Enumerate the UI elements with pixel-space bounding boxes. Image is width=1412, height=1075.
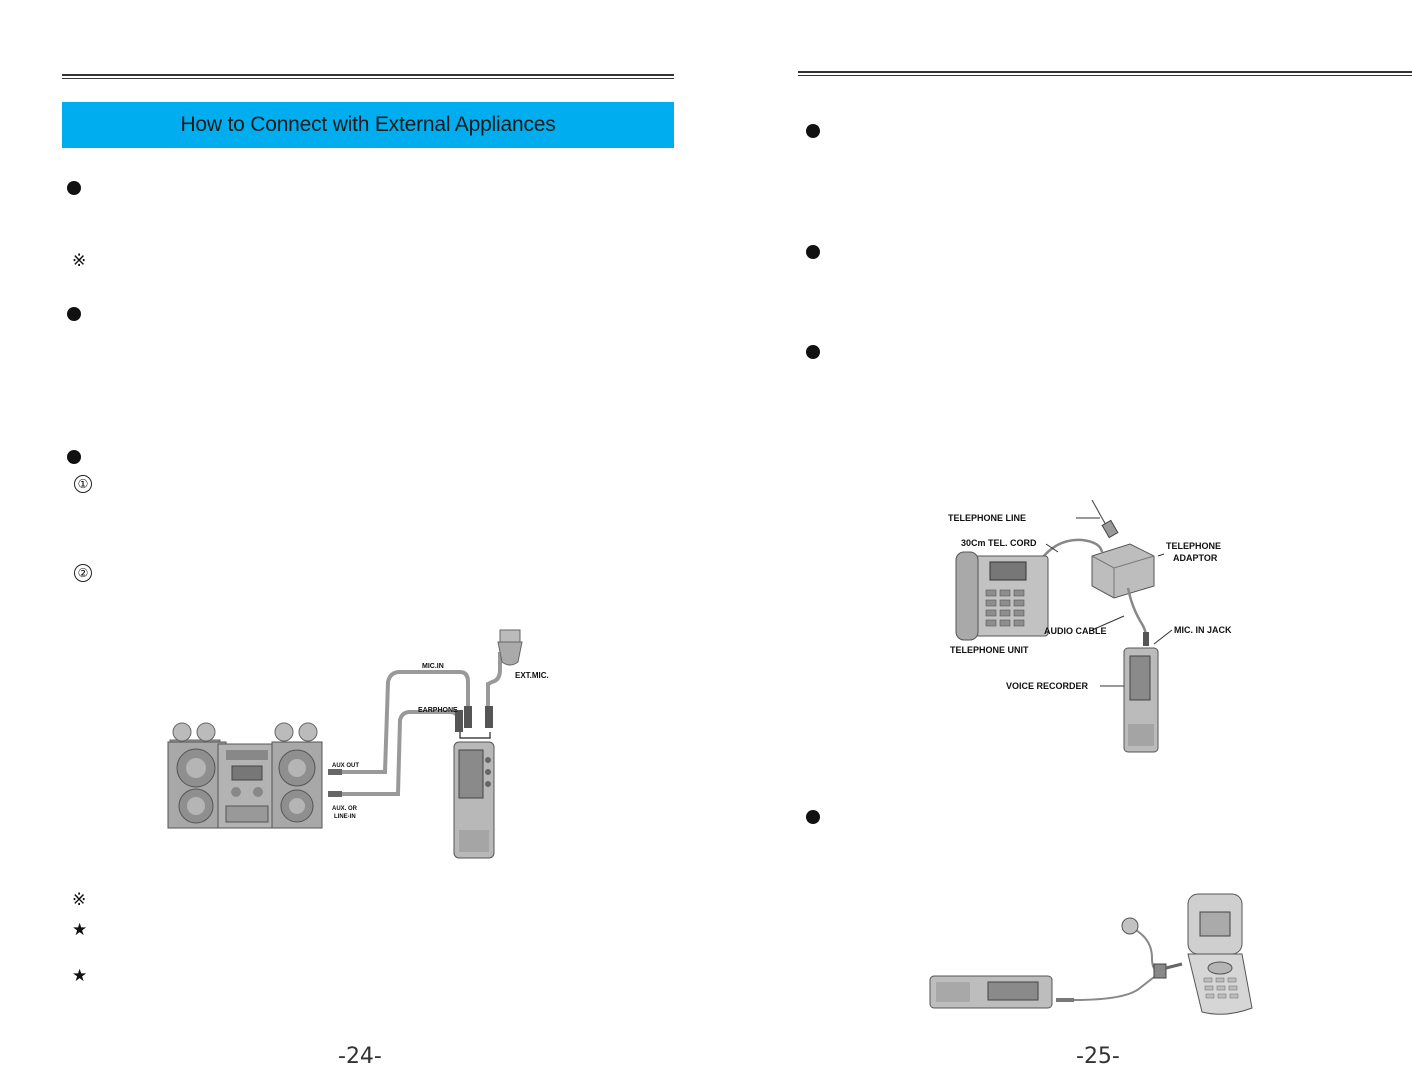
external-mic-illustration [497, 629, 523, 666]
top-rule [798, 71, 1412, 76]
bullet-2 [67, 307, 81, 321]
tel-cord-label: 30Cm TEL. CORD [961, 538, 1037, 548]
top-rule [62, 74, 674, 79]
earbud-illustration [1121, 917, 1139, 935]
mic-in-label: MIC.IN [422, 663, 444, 670]
page-number: -24- [338, 1044, 382, 1069]
reference-mark-1: ※ [72, 251, 87, 271]
mobile-phone-illustration [1187, 893, 1253, 1015]
telephone-line-label: TELEPHONE LINE [948, 513, 1026, 523]
telephone-adaptor-label-1: TELEPHONE [1166, 541, 1221, 551]
right-speaker-illustration [271, 722, 323, 829]
ext-mic-label: EXT.MIC. [515, 671, 549, 680]
telephone-unit-label: TELEPHONE UNIT [950, 645, 1029, 655]
voice-recorder-illustration [1123, 647, 1159, 753]
star-mark-1: ★ [72, 920, 88, 940]
recorder-horizontal-illustration [929, 975, 1053, 1009]
voice-recorder-illustration [453, 741, 495, 859]
aux-or-label: AUX. OR [332, 806, 358, 812]
reference-mark-2: ※ [72, 890, 87, 910]
bullet-1 [67, 181, 81, 195]
telephone-unit-illustration [955, 551, 1049, 641]
banner-title: How to Connect with External Appliances [180, 113, 556, 136]
bullet-3 [67, 450, 81, 464]
bullet-4 [806, 810, 820, 824]
step-marker-1: ① [74, 475, 92, 493]
mic-in-jack-label: MIC. IN JACK [1174, 625, 1232, 635]
mobile-phone-connection-figure [929, 893, 1253, 1015]
bullet-3 [806, 345, 820, 359]
page-left: How to Connect with External Appliances … [62, 74, 674, 1069]
step-marker-2: ② [74, 564, 92, 582]
page-right: TELEPHONE LINE 30Cm TEL. CORD TELEPHONE … [706, 0, 1412, 1075]
earphone-label: EARPHONE [418, 707, 458, 714]
telephone-connection-figure: TELEPHONE LINE 30Cm TEL. CORD TELEPHONE … [948, 499, 1232, 753]
left-speaker-illustration [167, 722, 227, 829]
aux-out-label: AUX OUT [332, 763, 359, 769]
stereo-center-unit [217, 743, 277, 829]
telephone-adaptor-illustration [1091, 543, 1155, 599]
line-in-label: LINE-IN [334, 814, 356, 820]
voice-recorder-label: VOICE RECORDER [1006, 681, 1089, 691]
page-number: -25- [1076, 1044, 1120, 1069]
stereo-connection-figure: MIC.IN EARPHONE EXT.MIC. AUX OUT AUX. OR… [167, 629, 549, 859]
bullet-2 [806, 245, 820, 259]
section-banner: How to Connect with External Appliances [62, 102, 674, 148]
telephone-adaptor-label-2: ADAPTOR [1173, 553, 1218, 563]
audio-cable-label: AUDIO CABLE [1044, 626, 1107, 636]
star-mark-2: ★ [72, 966, 88, 986]
bullet-1 [806, 124, 820, 138]
